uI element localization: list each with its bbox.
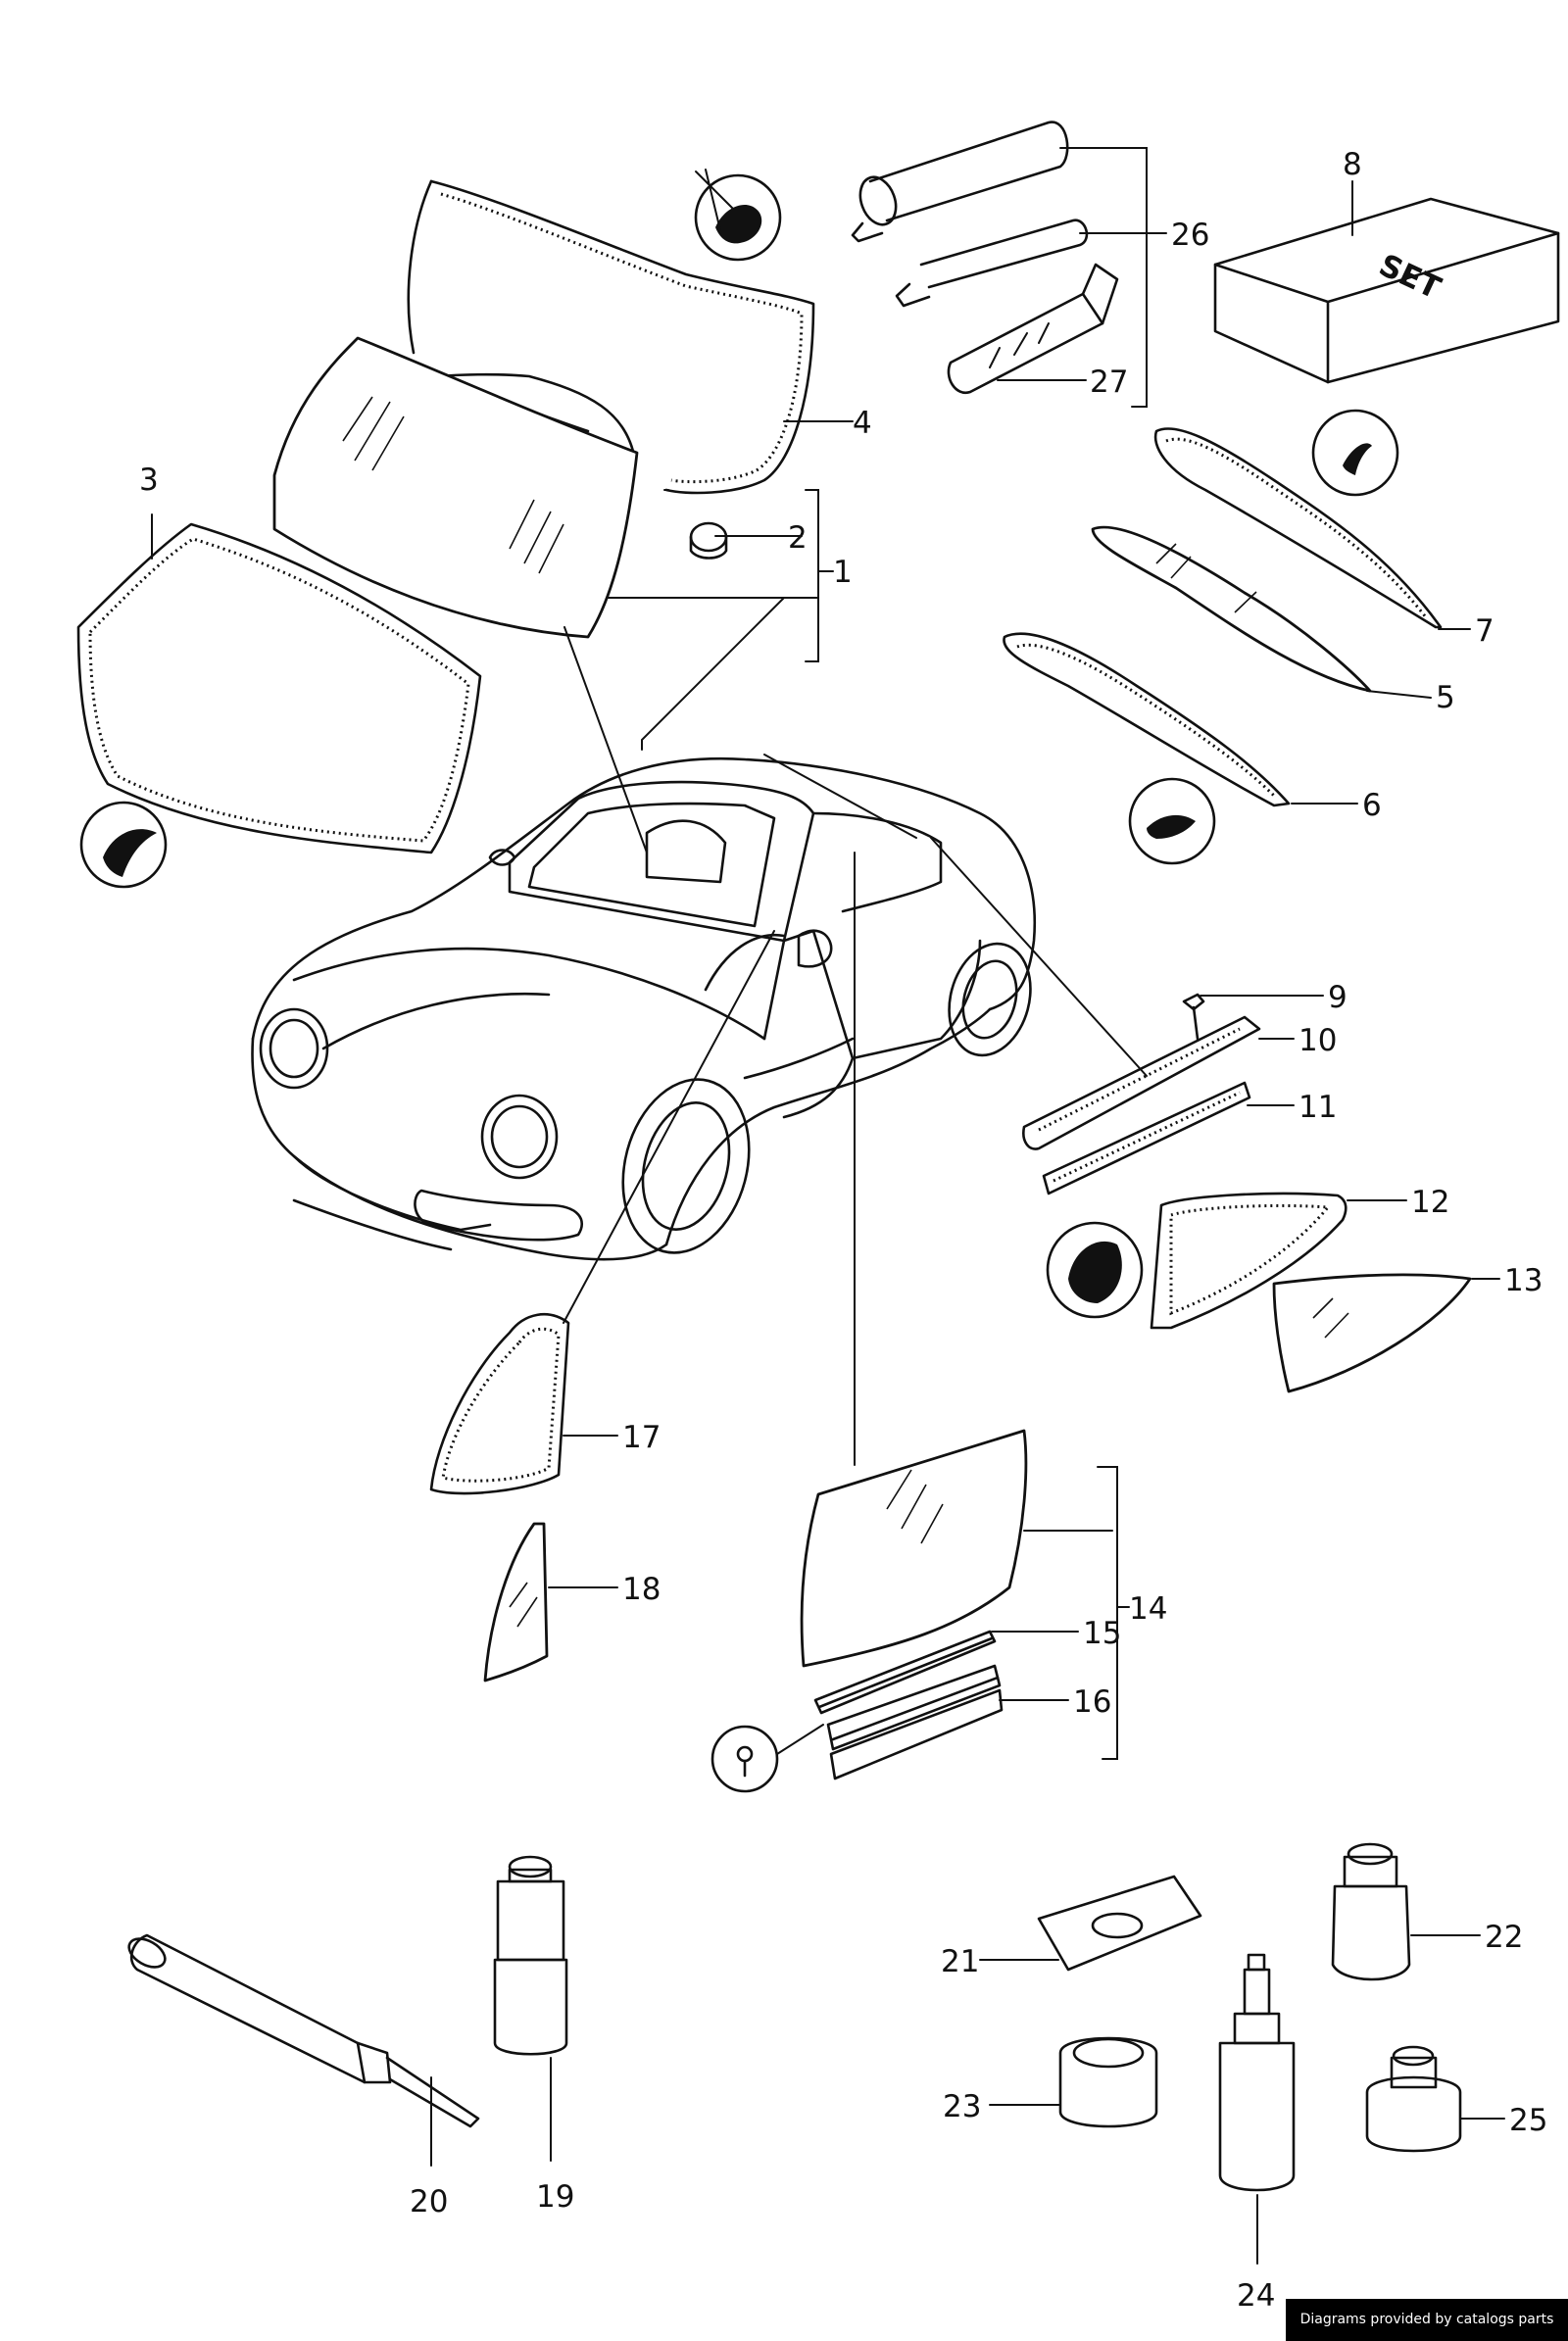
callout-6: 6 [1362,788,1382,823]
credit-badge: Diagrams provided by catalogs parts [1286,2299,1568,2341]
callout-18: 18 [622,1572,661,1607]
callout-22: 22 [1485,1920,1523,1955]
callout-12: 12 [1411,1185,1449,1220]
quarter-window-group [1046,1192,1472,1393]
clip-icon [1343,443,1372,475]
adhesive-supplies-group [127,1842,1462,2192]
callout-19: 19 [536,2179,574,2215]
windshield-group [76,169,815,889]
callout-9: 9 [1328,980,1348,1015]
callout-17: 17 [622,1420,661,1455]
callout-labels: 1 2 3 4 5 6 7 8 9 10 11 12 13 14 15 16 1… [139,147,1547,2314]
callout-2: 2 [788,520,808,556]
adhesive-tubes [851,121,1119,395]
car-illustration [251,757,1037,1261]
sealant-hand-icon [103,829,157,877]
set-box: SET [1213,197,1560,384]
callout-1: 1 [833,555,853,590]
callout-16: 16 [1073,1684,1111,1720]
callout-24: 24 [1237,2278,1275,2314]
door-glass-group [710,1429,1028,1793]
callout-5: 5 [1436,680,1455,715]
callout-11: 11 [1298,1090,1337,1125]
callout-7: 7 [1475,613,1494,649]
callout-20: 20 [410,2184,448,2219]
callout-25: 25 [1509,2103,1547,2138]
callout-14: 14 [1129,1591,1167,1627]
callout-8: 8 [1343,147,1362,182]
vent-window-group [429,1313,570,1683]
set-box-label: SET [1374,248,1446,307]
callout-27: 27 [1090,365,1128,400]
callout-15: 15 [1083,1616,1121,1651]
sealant-hand-icon [1068,1241,1122,1303]
callout-4: 4 [853,406,872,441]
sealant-hand-icon [1147,814,1196,839]
sealant-hand-icon [715,205,762,244]
callout-21: 21 [941,1944,979,1979]
callout-10: 10 [1298,1023,1337,1058]
callout-26: 26 [1171,218,1209,253]
roof-trim-group [1022,993,1261,1195]
keyhole-icon [736,1745,754,1778]
leader-lines [151,147,1505,2265]
callout-23: 23 [943,2089,981,2124]
callout-13: 13 [1504,1263,1543,1298]
callout-3: 3 [139,463,159,498]
